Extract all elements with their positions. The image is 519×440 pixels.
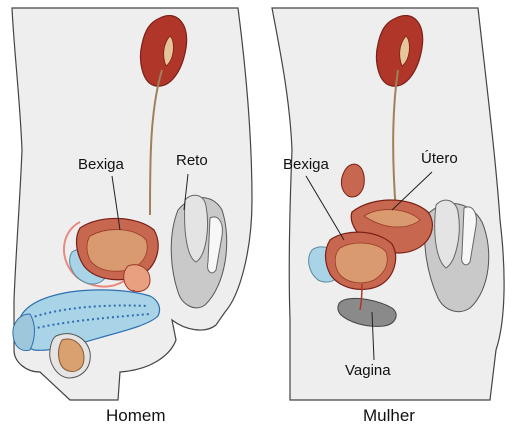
male-rectum-leader <box>183 173 189 211</box>
female-uterus-leader <box>391 171 433 211</box>
female-bladder-lining <box>334 242 388 284</box>
male-testis <box>58 338 85 372</box>
male-prostate <box>123 264 151 293</box>
male-panel <box>11 7 253 401</box>
male-kidney-pelvis <box>163 35 174 67</box>
male-caption: Homem <box>106 406 166 425</box>
female-ureter <box>392 69 399 213</box>
female-bladder-label: Bexiga <box>283 156 329 173</box>
male-sacrum <box>207 216 223 274</box>
female-bladder-leader <box>305 175 345 241</box>
female-uterus-label: Útero <box>421 150 458 167</box>
female-panel <box>271 7 505 401</box>
male-bladder-label: Bexiga <box>78 156 124 173</box>
female-rectum-lumen <box>434 199 460 269</box>
female-sacrum <box>461 206 477 266</box>
female-vagina-leader <box>371 311 375 361</box>
male-rectum-lumen <box>184 194 209 263</box>
female-urethra <box>359 283 363 311</box>
male-corpus-spongiosum <box>29 304 149 319</box>
female-kidney-pelvis <box>399 35 410 67</box>
male-bladder-leader <box>111 175 121 231</box>
female-vagina-label: Vagina <box>345 362 391 379</box>
male-rectum-label: Reto <box>176 152 208 169</box>
female-vagina <box>337 297 397 327</box>
male-corpus-cavernosum <box>27 313 151 331</box>
male-glans <box>12 313 35 351</box>
female-ovary <box>340 163 365 198</box>
female-caption: Mulher <box>363 406 415 425</box>
male-ureter <box>149 69 163 216</box>
female-uterine-cavity <box>363 209 421 228</box>
